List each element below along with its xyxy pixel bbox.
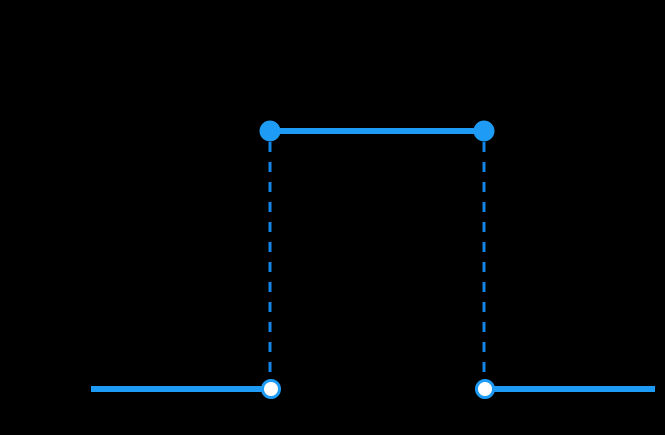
right-closed-point-marker — [473, 120, 495, 142]
left-closed-point-marker — [259, 120, 281, 142]
left-open-point-marker — [261, 379, 281, 399]
right-open-point-marker — [475, 379, 495, 399]
